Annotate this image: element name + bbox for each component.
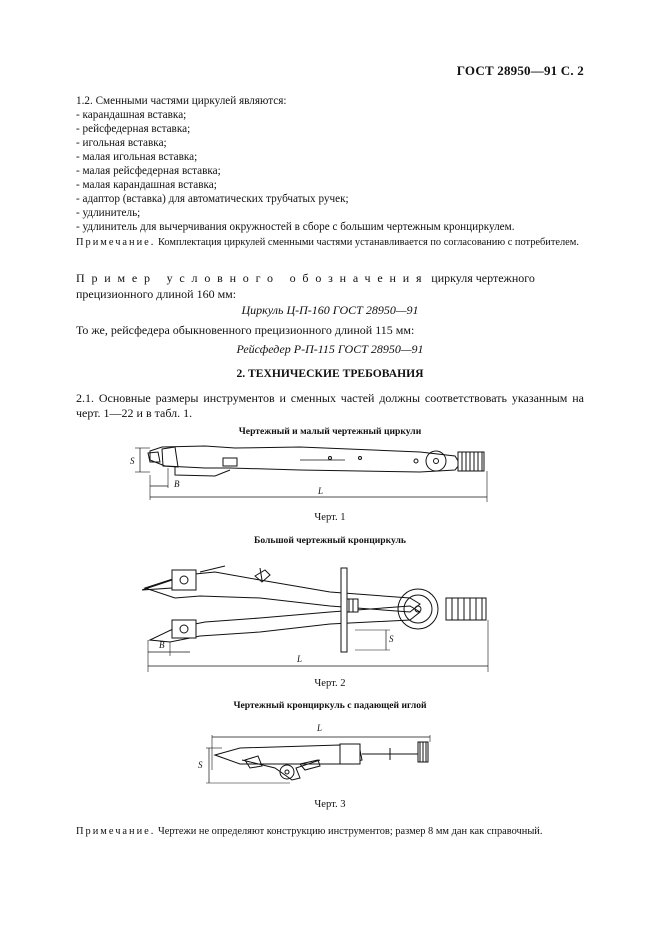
list-item: - игольная вставка; [76, 137, 167, 149]
fig1-dim-b: B [174, 479, 180, 489]
note-text: Комплектация циркулей сменными частями у… [157, 237, 579, 248]
figure-3-caption: Черт. 3 [314, 799, 346, 810]
footer-note: Примечание. Чертежи не определяют констр… [76, 825, 596, 838]
parts-list: 1.2. Сменными частями циркулей являются:… [76, 94, 596, 234]
list-item: - малая рейсфедерная вставка; [76, 165, 221, 177]
list-item: - малая карандашная вставка; [76, 179, 217, 191]
figure-2-caption: Черт. 2 [314, 678, 346, 689]
list-intro: 1.2. Сменными частями циркулей являются: [76, 95, 287, 107]
note-paragraph: Примечание. Комплектация циркулей сменны… [76, 236, 584, 249]
designation-1: Циркуль Ц-П-160 ГОСТ 28950—91 [241, 303, 419, 317]
section-heading: 2. ТЕХНИЧЕСКИЕ ТРЕБОВАНИЯ [236, 367, 424, 380]
footer-note-label: Примечание. [76, 826, 156, 837]
figure-2-title: Большой чертежный кронциркуль [253, 535, 407, 546]
fig2-dim-b: B [159, 640, 165, 650]
list-item: - рейсфедерная вставка; [76, 123, 191, 135]
note-label: Примечание. [76, 237, 156, 248]
example-text: циркуля чертежного прецизионного длиной … [76, 271, 535, 301]
list-item: - карандашная вставка; [76, 109, 187, 121]
same-paragraph: То же, рейсфедера обыкновенного прецизио… [76, 323, 415, 337]
fig3-dim-s: S [198, 760, 203, 770]
section-paragraph: 2.1. Основные размеры инструментов и сме… [76, 391, 584, 420]
designation-2: Рейсфедер Р-П-115 ГОСТ 28950—91 [236, 342, 424, 356]
fig1-dim-s: S [130, 456, 135, 466]
list-item: - удлинитель для вычерчивания окружносте… [76, 221, 515, 233]
list-item: - удлинитель; [76, 207, 141, 219]
figure-1-caption: Черт. 1 [314, 512, 346, 523]
example-label: Пример условного обозначения [76, 271, 429, 285]
list-item: - адаптор (вставка) для автоматических т… [76, 193, 349, 205]
fig1-dim-l: L [317, 486, 323, 496]
example-paragraph: Пример условного обозначения циркуля чер… [76, 270, 584, 302]
figure-1-title: Чертежный и малый чертежный циркули [238, 426, 422, 437]
fig3-dim-l: L [316, 723, 322, 733]
figure-3-title: Чертежный кронциркуль с падающей иглой [233, 700, 427, 711]
fig2-dim-l: L [296, 654, 302, 664]
footer-note-text: Чертежи не определяют конструкцию инстру… [157, 826, 543, 837]
fig2-dim-s: S [389, 634, 394, 644]
page-header: ГОСТ 28950—91 С. 2 [456, 63, 584, 78]
list-item: - малая игольная вставка; [76, 151, 198, 163]
